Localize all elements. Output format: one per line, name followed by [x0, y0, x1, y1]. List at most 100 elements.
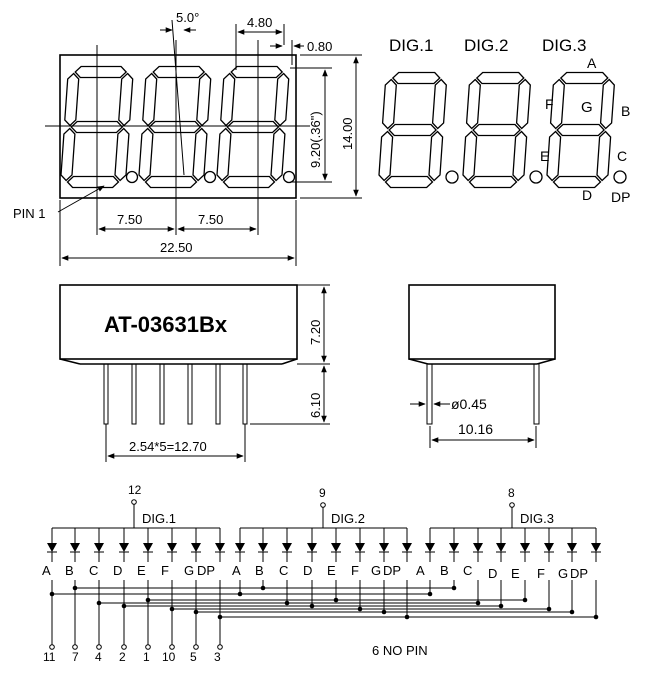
- led-diode: [94, 543, 104, 552]
- seg-g: G: [558, 566, 568, 581]
- segment-a: [152, 65, 206, 79]
- label-digit-3: [546, 71, 615, 189]
- led-diode: [496, 543, 506, 552]
- segment-e: [60, 127, 76, 182]
- segment-a: [230, 65, 284, 79]
- led-diode: [215, 543, 225, 552]
- seg-g: G: [371, 563, 381, 578]
- led-diode: [307, 543, 317, 552]
- seg-c: C: [89, 563, 98, 578]
- side-view: AT-03631Bx 7.20 6.10 2.54*5=12.70: [59, 284, 330, 462]
- segment-e: [546, 130, 562, 182]
- led-diode: [331, 543, 341, 552]
- seg-d: D: [303, 563, 312, 578]
- led-diode: [449, 543, 459, 552]
- part-number: AT-03631Bx: [104, 312, 228, 337]
- label-digit-2: [462, 71, 531, 189]
- pin1-label: PIN 1: [13, 206, 46, 221]
- led-diode: [520, 543, 530, 552]
- side-pin: [215, 363, 221, 425]
- segment-pin-numbers: 11 7 4 2 1 10 5 3: [43, 650, 221, 664]
- seg-label-f: F: [545, 96, 554, 112]
- digit-label-view: DIG.1 DIG.2 DIG.3 A F G B E C D DP: [378, 36, 630, 205]
- segment-c: [270, 127, 286, 182]
- led-diode: [473, 543, 483, 552]
- segment-b: [274, 72, 290, 127]
- seg-b: B: [65, 563, 74, 578]
- dig2-label: DIG.2: [464, 36, 508, 55]
- label-view-dp-dots: [445, 170, 627, 184]
- no-pin-note: 6 NO PIN: [372, 643, 428, 658]
- dig3-label: DIG.3: [542, 36, 586, 55]
- seg-c: C: [463, 563, 472, 578]
- segment-g: [226, 120, 280, 134]
- side-pin: [103, 363, 109, 425]
- side-body-outline: [59, 284, 298, 360]
- seg-f: F: [537, 566, 545, 581]
- segment-c: [596, 130, 612, 182]
- seg-label-e: E: [540, 148, 549, 164]
- segment-b: [118, 72, 134, 127]
- seg-e: E: [327, 563, 336, 578]
- segment-g: [388, 123, 438, 137]
- seg-b: B: [440, 563, 449, 578]
- top-view: 5.0° 4.80 0.80 9.20(.36") 14.00 7.50 7.5…: [13, 10, 362, 266]
- side-pin: [159, 363, 165, 425]
- led-diode: [119, 543, 129, 552]
- segment-b: [431, 78, 447, 130]
- led-diode: [47, 543, 57, 552]
- segment-f: [64, 72, 80, 127]
- dig1-label: DIG.1: [389, 36, 433, 55]
- segment-d: [144, 175, 198, 189]
- top-view-dp-dots: [125, 170, 296, 184]
- top-digit-1: [60, 65, 134, 189]
- dim-row-spacing: 10.16: [458, 421, 493, 437]
- segment-e: [138, 127, 154, 182]
- led-diode: [235, 543, 245, 552]
- dim-digit-height: 9.20(.36"): [308, 111, 323, 168]
- led-diode: [355, 543, 365, 552]
- dim-pitch-2: 7.50: [198, 212, 223, 227]
- schematic: 12 9 8 DIG.1 DIG.2 DIG.3 A B C D E F G D…: [42, 483, 601, 664]
- seg-label-a: A: [587, 55, 597, 71]
- led-diode: [544, 543, 554, 552]
- dim-pin-dia: ø0.45: [451, 396, 487, 412]
- top-digit-3: [216, 65, 290, 189]
- segment-a: [559, 71, 609, 85]
- led-diode: [591, 543, 601, 552]
- led-diode: [425, 543, 435, 552]
- segment-g: [472, 123, 522, 137]
- dim-total-height: 14.00: [340, 117, 355, 150]
- segment-f: [381, 78, 397, 130]
- seg-label-dp: DP: [611, 189, 630, 205]
- led-diode: [191, 543, 201, 552]
- segment-f: [465, 78, 481, 130]
- top-digit-2: [138, 65, 212, 189]
- dim-pitch-1: 7.50: [117, 212, 142, 227]
- segment-c: [428, 130, 444, 182]
- side-pin: [187, 363, 193, 425]
- seg-dp: DP: [197, 563, 215, 578]
- seg-f: F: [351, 563, 359, 578]
- seg-e: E: [511, 566, 520, 581]
- segment-b: [196, 72, 212, 127]
- dig1-schematic-label: DIG.1: [142, 511, 176, 526]
- led-diode: [143, 543, 153, 552]
- dig3-common-pin: 8: [508, 486, 515, 500]
- segment-e: [462, 130, 478, 182]
- led-diode: [379, 543, 389, 552]
- dim-body-height: 7.20: [308, 320, 323, 345]
- seg-dp: DP: [383, 563, 401, 578]
- dim-total-width: 22.50: [160, 240, 193, 255]
- seg-e: E: [137, 563, 146, 578]
- seg-d: D: [488, 566, 497, 581]
- led-diode: [70, 543, 80, 552]
- led-diode: [402, 543, 412, 552]
- segment-d: [468, 175, 518, 189]
- segment-c: [192, 127, 208, 182]
- dim-seg-width: 4.80: [247, 15, 272, 30]
- dim-seg-gap: 0.80: [307, 39, 332, 54]
- segment-c: [114, 127, 130, 182]
- seg-label-d: D: [582, 187, 592, 203]
- label-digit-1: [378, 71, 447, 189]
